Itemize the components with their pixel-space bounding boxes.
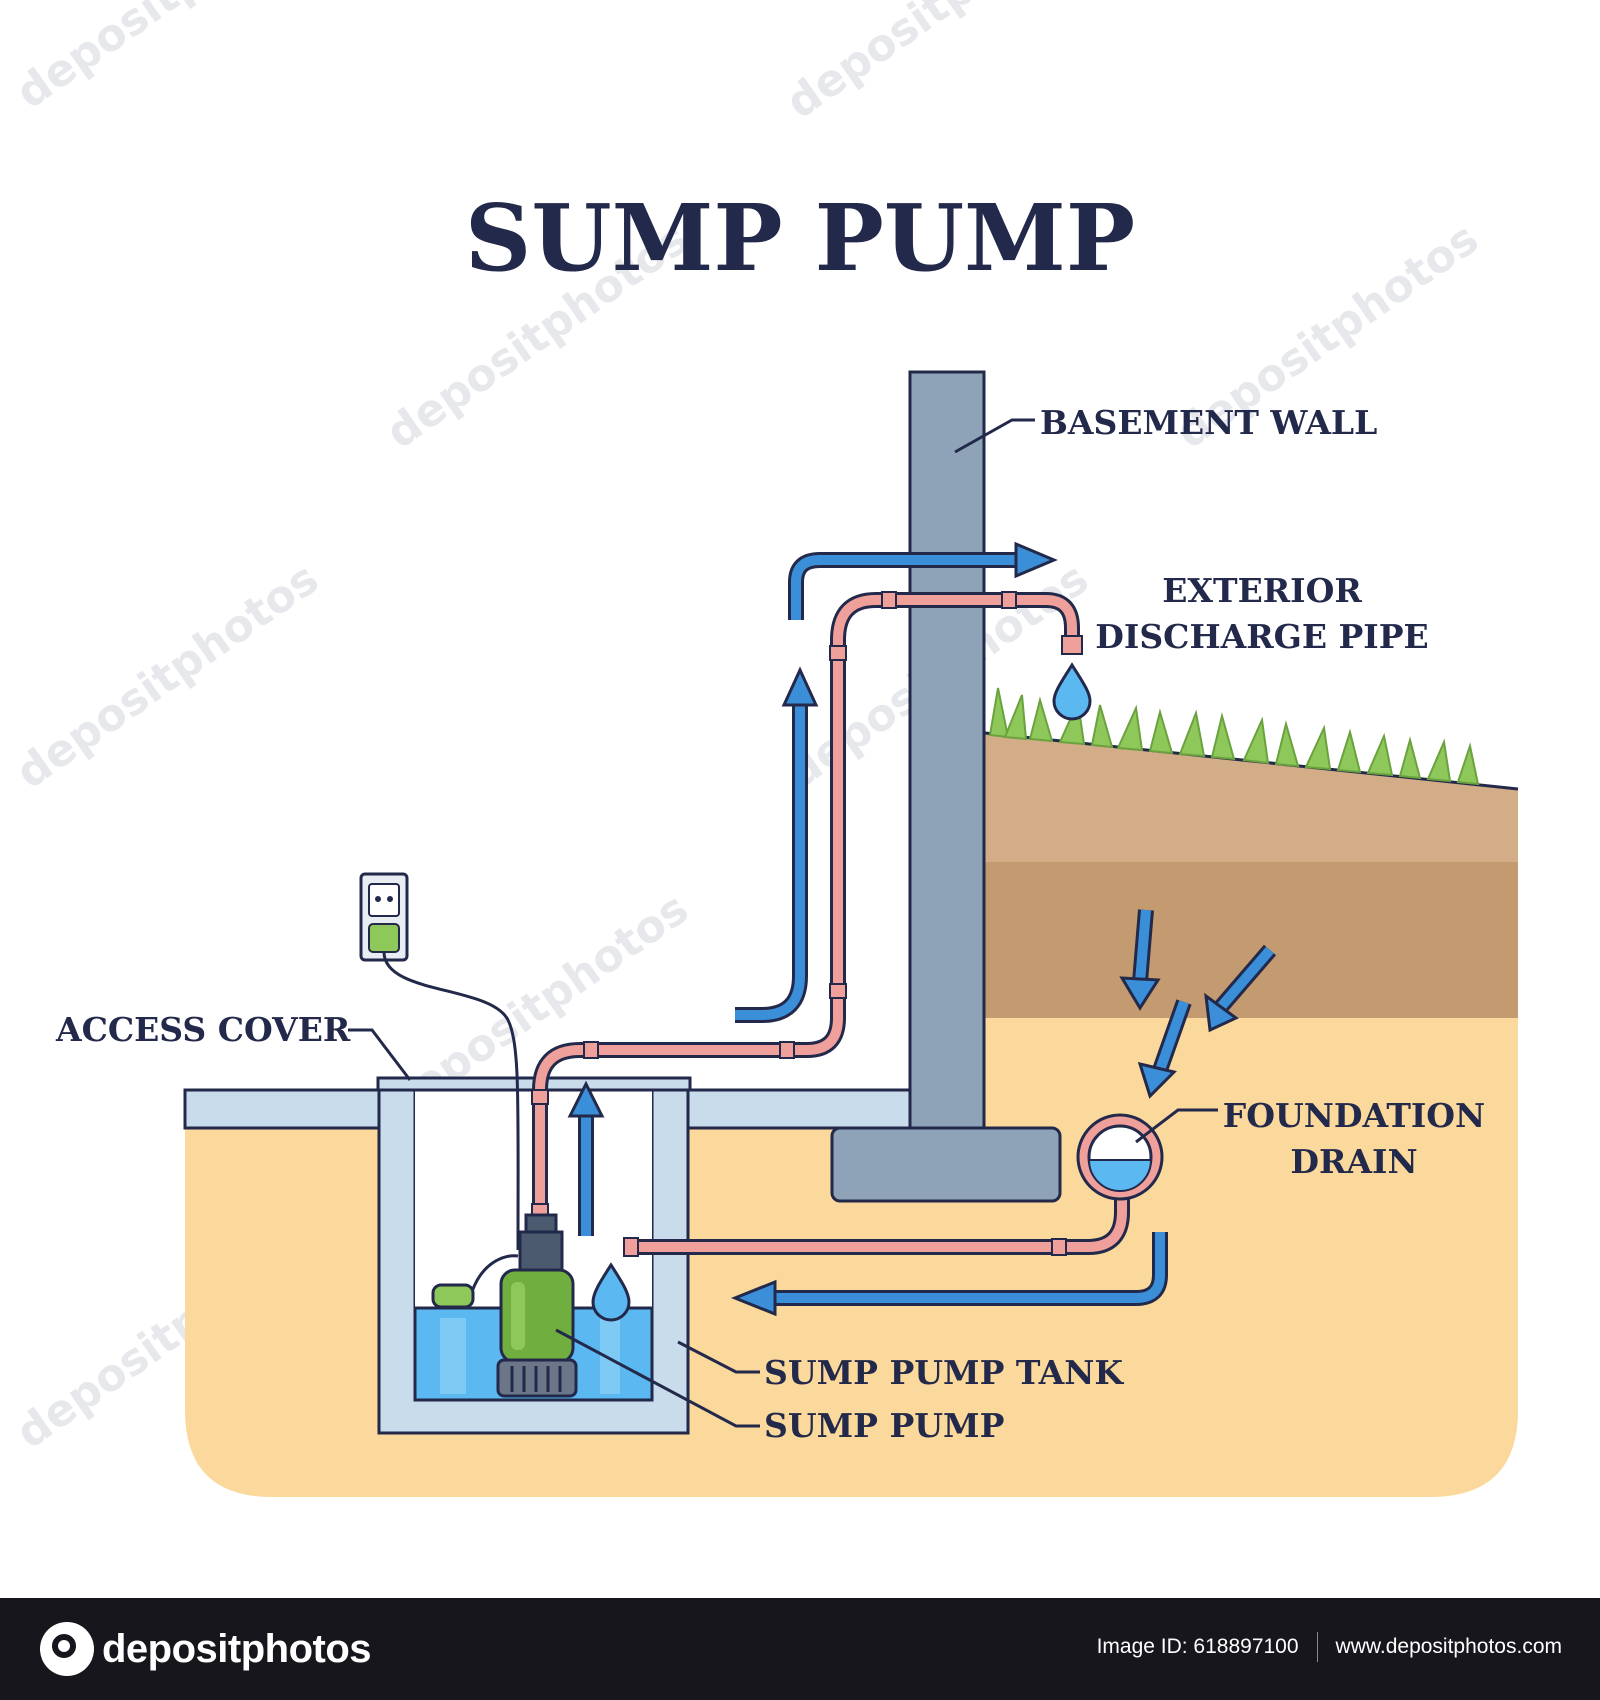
pipe-coupling: [583, 1041, 599, 1059]
stock-footer: depositphotos Image ID: 618897100 www.de…: [0, 1598, 1600, 1700]
pump-neck: [524, 1213, 558, 1235]
basement-floor: [183, 1088, 912, 1130]
basement-wall: [908, 370, 986, 1130]
label-sump-pump-tank: SUMP PUMP TANK: [764, 1353, 1124, 1392]
pipe-outlet-cap: [1061, 635, 1083, 655]
diagram-title: SUMP PUMP: [465, 184, 1135, 292]
outlet-socket: [368, 883, 400, 917]
flow-arrowhead: [781, 666, 819, 707]
sand-upper: [985, 1018, 1518, 1130]
callouts: BASEMENT WALL EXTERIOR DISCHARGE PIPE AC…: [55, 403, 1485, 1445]
water-highlight: [600, 1318, 620, 1394]
basement-wall-group: [830, 370, 1062, 1203]
water-drop-icon: [1052, 662, 1092, 721]
label-sump-pump: SUMP PUMP: [764, 1406, 1004, 1445]
sump-pump: [496, 1213, 578, 1398]
flow-arrowhead: [730, 1279, 777, 1317]
pipe-coupling: [623, 1237, 639, 1257]
watermark: depositphotos: [7, 0, 328, 119]
pipe-coupling: [531, 1089, 549, 1105]
watermark: depositphotos: [7, 553, 328, 799]
leader-sump-pump-tank: [677, 1340, 760, 1374]
floor-slab-left: [183, 1088, 381, 1130]
pipe-coupling: [1051, 1238, 1067, 1256]
pump-motor-cap: [518, 1230, 564, 1274]
footer-separator: [1316, 1632, 1318, 1662]
water-highlight: [440, 1318, 466, 1394]
site-url: www.depositphotos.com: [1335, 1635, 1562, 1658]
label-access-cover: ACCESS COVER: [55, 1010, 351, 1049]
flow-arrowhead: [567, 1080, 605, 1118]
label-basement-wall: BASEMENT WALL: [1040, 403, 1377, 442]
seepage-arrow: [1137, 999, 1192, 1099]
discharge-pipe: [531, 591, 1083, 1220]
flow-arrow-body: [770, 1232, 1165, 1303]
label-foundation-drain-line2: DRAIN: [1290, 1142, 1417, 1181]
leader-foundation-drain: [1135, 1108, 1218, 1144]
outlet-hole: [375, 896, 381, 902]
power-cord: [382, 951, 520, 1251]
brand-logo-icon: [40, 1622, 94, 1676]
grass: [988, 687, 1480, 786]
seepage-arrow: [1119, 909, 1161, 1011]
plug: [368, 923, 400, 953]
floor-slab-right: [686, 1088, 912, 1130]
watermark: depositphotos: [777, 0, 1098, 129]
foundation-drain-group: [1076, 1113, 1164, 1201]
soil-dark-layer: [985, 860, 1518, 1020]
image-id: Image ID: 618897100: [1096, 1635, 1299, 1658]
sump-pump-diagram: depositphotos depositphotos depositphoto…: [7, 0, 1519, 1497]
footer-brand: depositphotos: [40, 1622, 372, 1676]
flow-arrow-body: [791, 555, 1020, 620]
drain-water: [1087, 1159, 1153, 1192]
pipe-coupling: [881, 591, 897, 609]
label-foundation-drain-line1: FOUNDATION: [1223, 1096, 1485, 1135]
leader-sump-pump: [555, 1328, 760, 1428]
water-drop-icon: [591, 1262, 631, 1322]
flow-arrow-body: [735, 700, 805, 1020]
flow-arrowhead: [1014, 541, 1058, 579]
pipe-coupling: [829, 645, 847, 661]
seepage-arrow: [1204, 944, 1277, 1033]
outlet-hole: [387, 896, 393, 902]
leader-basement-wall: [954, 418, 1035, 454]
drain-inlet-pipe: [623, 1190, 1130, 1257]
brand-name: depositphotos: [102, 1626, 372, 1671]
pipe-coupling: [779, 1041, 795, 1059]
label-exterior-discharge-line1: EXTERIOR: [1162, 571, 1362, 610]
leader-access-cover: [348, 1028, 412, 1081]
inlet-pipe-body: [624, 1190, 1127, 1252]
discharge-pipe-body: [535, 595, 1077, 1220]
pump-body-highlight: [511, 1282, 525, 1350]
power-outlet-group: [359, 872, 520, 1251]
footer-meta: Image ID: 618897100 www.depositphotos.co…: [1097, 1632, 1562, 1662]
pipe-coupling: [1001, 591, 1017, 609]
float-switch-group: [431, 1254, 519, 1309]
flow-arrows: [567, 541, 1277, 1317]
float-switch: [431, 1283, 475, 1309]
label-exterior-discharge-line2: DISCHARGE PIPE: [1095, 617, 1428, 656]
wall-footing: [830, 1126, 1062, 1203]
pipe-coupling: [829, 983, 847, 999]
soil-top-layer: [985, 733, 1518, 862]
